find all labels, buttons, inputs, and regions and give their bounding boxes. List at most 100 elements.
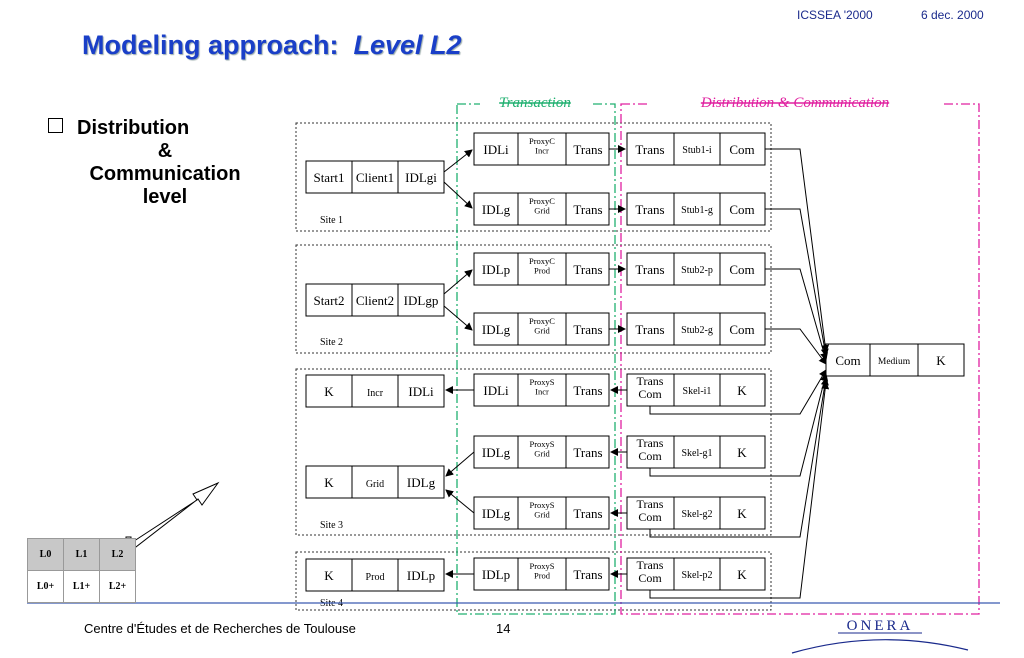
medium-com: Com bbox=[835, 353, 860, 368]
level-l0-plus: L0+ bbox=[27, 570, 64, 603]
distribution-row-5 bbox=[626, 435, 766, 469]
site3b-module: Grid bbox=[366, 479, 384, 490]
site4-k: K bbox=[324, 568, 334, 583]
distribution-row-2 bbox=[626, 252, 766, 286]
site1-start: Start1 bbox=[313, 170, 344, 185]
site3b-k: K bbox=[324, 475, 334, 490]
bullet-line2: & bbox=[157, 140, 173, 162]
distribution-end-3: Com bbox=[729, 322, 754, 337]
transaction-row-2 bbox=[473, 252, 610, 286]
level-table: L0 L1 L2 L0+ L1+ L2+ bbox=[27, 538, 136, 603]
distribution-stub-2: Stub2-p bbox=[681, 265, 713, 276]
transaction-trans-3: Trans bbox=[573, 322, 602, 337]
site3a-module: Incr bbox=[367, 388, 384, 399]
level-l2-plus: L2+ bbox=[99, 570, 136, 603]
bullet-line4: level bbox=[142, 186, 188, 208]
site-label-3: Site 3 bbox=[320, 520, 343, 531]
distribution-row-3 bbox=[626, 312, 766, 346]
bullet-line1: Distribution bbox=[77, 117, 190, 139]
site4-idl: IDLp bbox=[407, 568, 435, 583]
distribution-stub-0: Stub1-i bbox=[682, 145, 712, 156]
distribution-label: Distribution & Communication bbox=[700, 95, 889, 111]
distribution-stub-3: Stub2-g bbox=[681, 325, 713, 336]
distribution-stub-6: Skel-g2 bbox=[681, 509, 712, 520]
onera-logo: ONERA bbox=[847, 618, 914, 634]
transaction-zone bbox=[456, 103, 616, 615]
distribution-end-2: Com bbox=[729, 262, 754, 277]
level-l0: L0 bbox=[27, 538, 64, 571]
page-title: Modeling approach: Level L2 bbox=[82, 30, 462, 61]
transaction-trans-1: Trans bbox=[573, 202, 602, 217]
checkbox-bullet-icon bbox=[48, 118, 63, 133]
transaction-row-3 bbox=[473, 312, 610, 346]
distribution-end-4: K bbox=[737, 383, 747, 398]
distribution-end-5: K bbox=[737, 445, 747, 460]
transaction-row-7 bbox=[473, 557, 610, 591]
level-l2: L2 bbox=[99, 538, 136, 571]
transaction-idl-1: IDLg bbox=[482, 202, 511, 217]
distribution-end-6: K bbox=[737, 506, 747, 521]
transaction-trans-7: Trans bbox=[573, 567, 602, 582]
level-l1: L1 bbox=[63, 538, 100, 571]
site2-idl: IDLgp bbox=[404, 293, 439, 308]
transaction-idl-7: IDLp bbox=[482, 567, 510, 582]
distribution-trans-2: Trans bbox=[635, 262, 664, 277]
site-1-box bbox=[295, 122, 772, 232]
distribution-trans-3: Trans bbox=[635, 322, 664, 337]
transaction-idl-5: IDLg bbox=[482, 445, 511, 460]
bullet-text: Distribution & Communication level bbox=[48, 117, 258, 209]
transaction-idl-3: IDLg bbox=[482, 322, 511, 337]
logo-swoosh-icon bbox=[791, 639, 969, 654]
level-l1-plus: L1+ bbox=[63, 570, 100, 603]
transaction-trans-5: Trans bbox=[573, 445, 602, 460]
site-2-box bbox=[295, 244, 772, 354]
transaction-row-0 bbox=[473, 132, 610, 166]
transaction-idl-6: IDLg bbox=[482, 506, 511, 521]
footer-page-number: 14 bbox=[496, 621, 511, 636]
footer-organization: Centre d'Études et de Recherches de Toul… bbox=[84, 621, 356, 636]
title-main: Modeling approach: bbox=[82, 30, 339, 60]
transaction-trans-2: Trans bbox=[573, 262, 602, 277]
transaction-row-1 bbox=[473, 192, 610, 226]
site3b-idl: IDLg bbox=[407, 475, 436, 490]
medium-k: K bbox=[936, 353, 946, 368]
hollow-arrow-icon bbox=[127, 481, 220, 551]
site2-client: Client2 bbox=[356, 293, 394, 308]
site1-idl: IDLgi bbox=[405, 170, 437, 185]
distribution-stub-5: Skel-g1 bbox=[681, 448, 712, 459]
site-label-1: Site 1 bbox=[320, 215, 343, 226]
transaction-row-5 bbox=[473, 435, 610, 469]
site3a-k: K bbox=[324, 384, 334, 399]
distribution-stub-4: Skel-i1 bbox=[683, 386, 712, 397]
distribution-row-4 bbox=[626, 373, 766, 407]
site-4-box bbox=[295, 551, 772, 611]
site3a-idl: IDLi bbox=[408, 384, 434, 399]
distribution-stub-7: Skel-p2 bbox=[681, 570, 712, 581]
transaction-label: Transaction bbox=[499, 95, 571, 111]
distribution-row-1 bbox=[626, 192, 766, 226]
transaction-trans-6: Trans bbox=[573, 506, 602, 521]
distribution-row-7 bbox=[626, 557, 766, 591]
site-label-2: Site 2 bbox=[320, 337, 343, 348]
distribution-end-0: Com bbox=[729, 142, 754, 157]
site-3-box bbox=[295, 368, 772, 536]
header-date: 6 dec. 2000 bbox=[921, 8, 984, 22]
header-conference: ICSSEA '2000 bbox=[797, 8, 873, 22]
medium-name: Medium bbox=[878, 357, 911, 367]
site2-start: Start2 bbox=[313, 293, 344, 308]
bullet-line3: Communication bbox=[89, 163, 241, 185]
transaction-trans-0: Trans bbox=[573, 142, 602, 157]
